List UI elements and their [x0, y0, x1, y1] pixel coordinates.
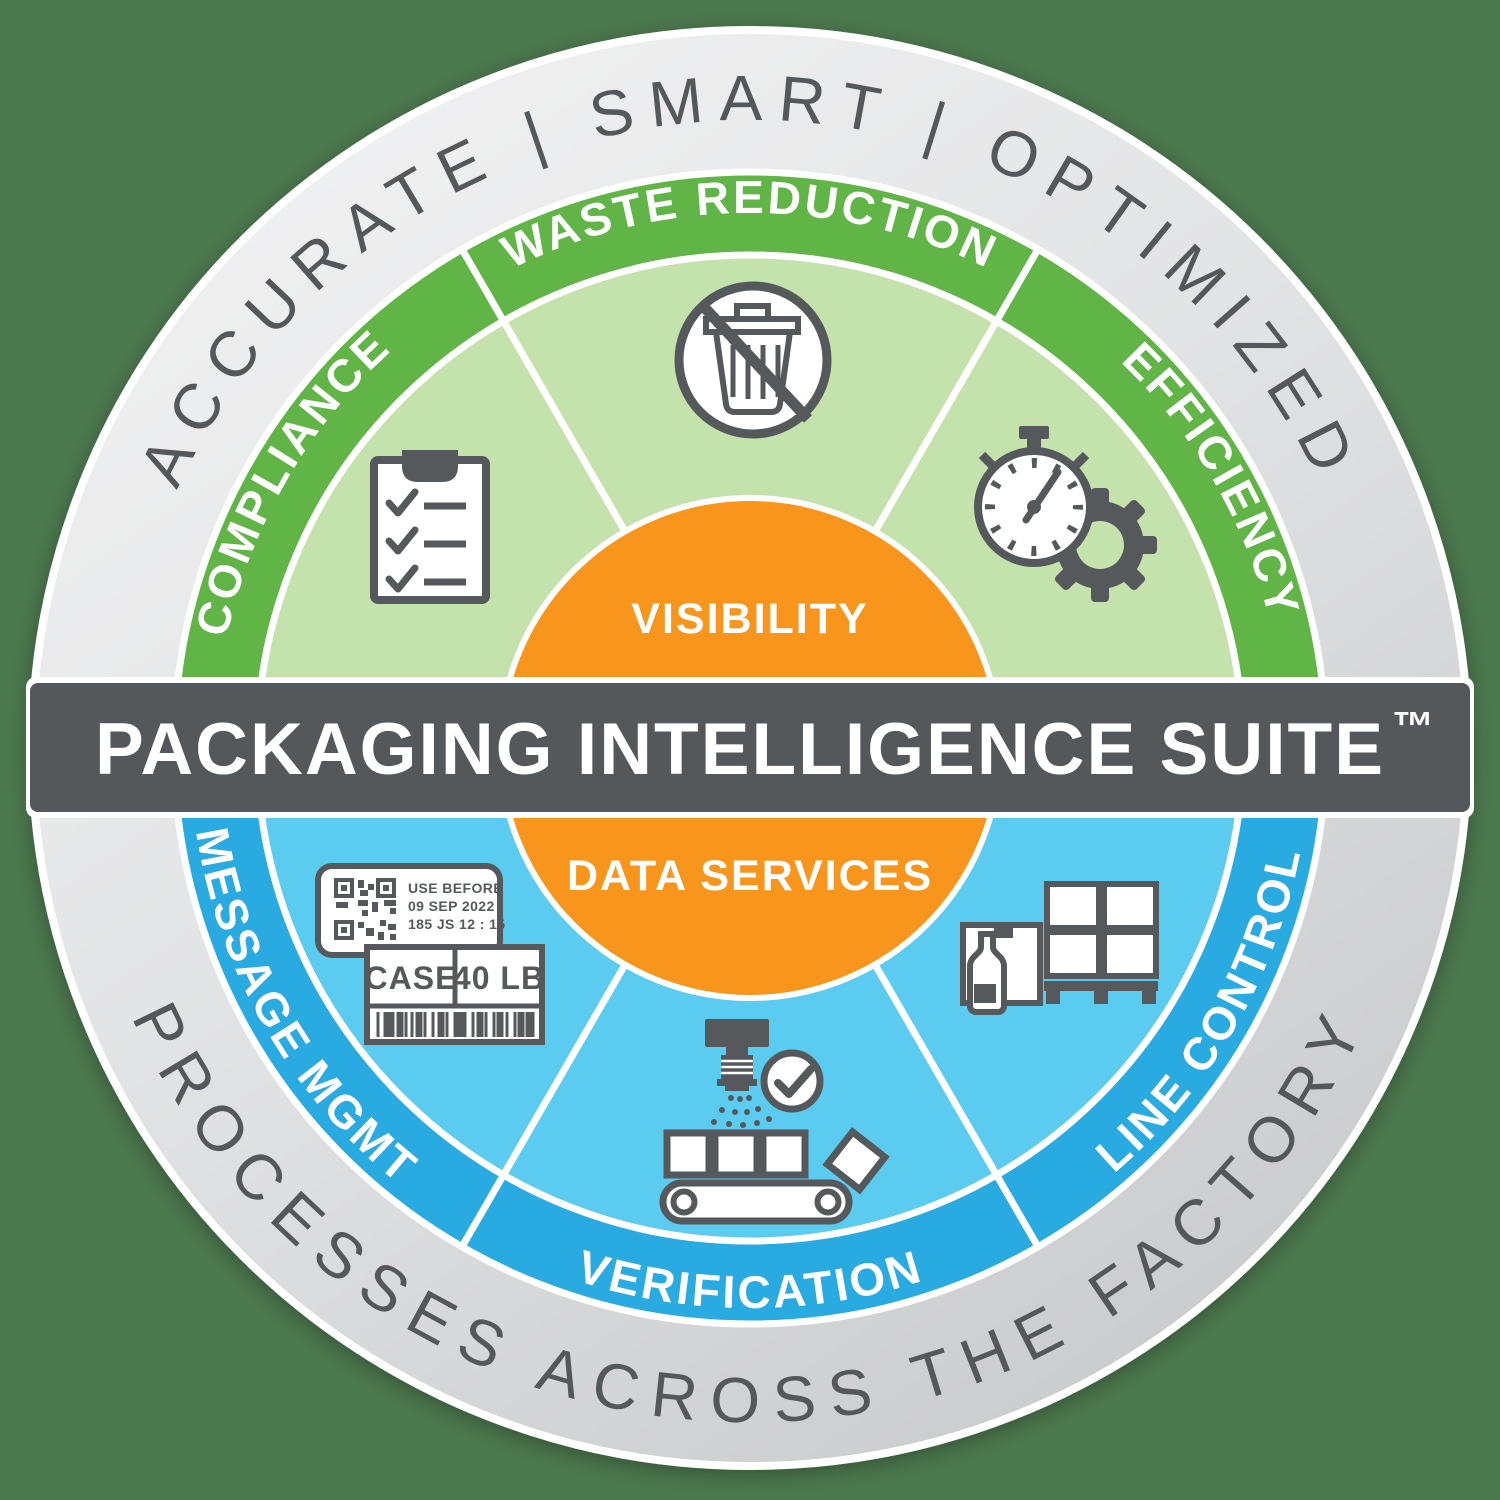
segment-divider-bottom-left — [458, 958, 631, 1249]
qr-text-line2: 09 SEP 2022 — [408, 898, 495, 914]
pallet-box-bl — [1044, 929, 1102, 979]
segment-divider-top-left — [458, 247, 631, 538]
title-trademark: ™ — [1392, 703, 1434, 750]
stopwatch-button — [1019, 426, 1049, 439]
conveyor-belt — [659, 1179, 853, 1225]
stopwatch-ticks — [985, 458, 1083, 556]
qr-code-label-icon: USE BEFORE 09 SEP 2022 185 JS 12 : 15 CA… — [315, 863, 545, 1045]
title-band — [30, 683, 1470, 812]
qr-text-line3: 185 JS 12 : 15 — [408, 916, 505, 932]
front-box-tab — [994, 925, 1013, 938]
print-verification-icon — [659, 1019, 890, 1225]
box-tilted — [822, 1127, 890, 1195]
center-label-data-services: DATA SERVICES — [567, 852, 933, 900]
barcode — [376, 1012, 535, 1037]
qr-code — [334, 878, 396, 940]
box-1 — [663, 1129, 713, 1179]
segment-divider-top-right — [869, 247, 1042, 538]
pallet-box-br — [1101, 929, 1159, 979]
check-mark — [774, 1065, 815, 1098]
box-3 — [759, 1129, 809, 1179]
case-label-right: 40 LB — [453, 960, 545, 996]
roller-right — [814, 1188, 842, 1216]
checkmark-1 — [385, 488, 419, 517]
clipboard-checklist-icon — [370, 450, 490, 604]
roller-left — [670, 1188, 698, 1216]
stopwatch-gear-icon — [974, 426, 1157, 602]
case-label-left: CASE — [365, 960, 458, 996]
checkmark-3 — [385, 564, 419, 593]
checkmark-2 — [385, 526, 419, 555]
qr-text-line1: USE BEFORE — [408, 880, 503, 896]
stopwatch-stem — [1027, 439, 1041, 450]
printer-head — [705, 1019, 769, 1047]
pallet-box-tl — [1044, 881, 1102, 931]
bottle-label — [974, 984, 996, 1003]
center-label-visibility: VISIBILITY — [631, 595, 868, 643]
stopwatch-nub-left — [978, 451, 996, 469]
trash-ribs — [730, 345, 781, 399]
no-waste-icon — [674, 281, 832, 439]
pallet-box-tr — [1101, 881, 1159, 931]
spray-dots — [711, 1095, 772, 1128]
clipboard-clip — [402, 450, 458, 482]
pallet-slab — [1044, 981, 1158, 991]
segment-divider-bottom-right — [869, 958, 1042, 1249]
no-slash — [698, 302, 813, 423]
box-2 — [711, 1129, 761, 1179]
stopwatch-nub-right — [1072, 451, 1090, 469]
title-band-text: PACKAGING INTELLIGENCE SUITE — [95, 709, 1385, 790]
check-circle — [760, 1049, 824, 1113]
stopwatch-pivot — [1027, 500, 1041, 514]
pallet-boxes-icon — [960, 881, 1159, 1015]
